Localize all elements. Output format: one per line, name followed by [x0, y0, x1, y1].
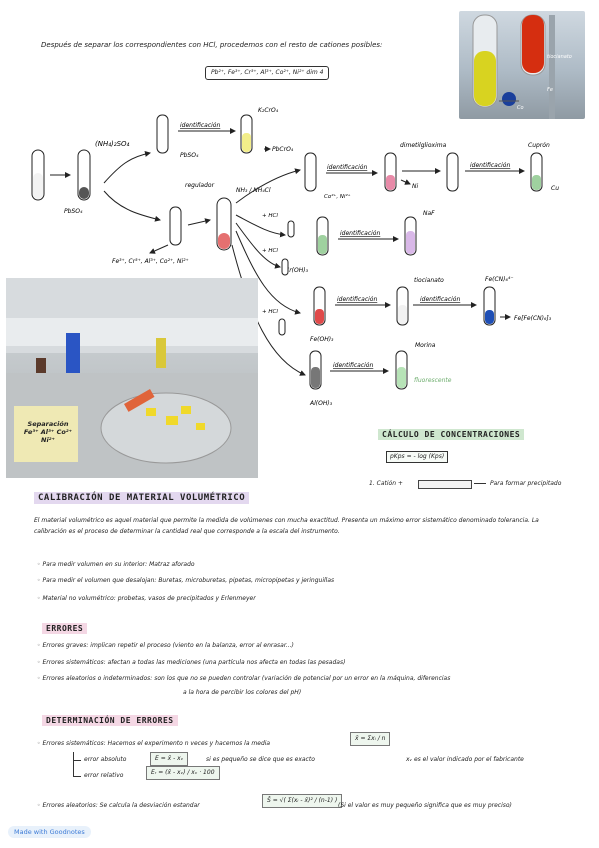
calibracion-paragraph: El material volumétrico es aquel materia…: [34, 517, 539, 535]
errores-bullet-3: Errores aleatorios o indeterminados: son…: [37, 675, 577, 683]
calibracion-bullet-1: Para medir volumen en su interior: Matra…: [37, 561, 194, 569]
separation-scheme: (NH₄)₂SO₄ PbSO₄ PbSO₄ identificación K₂C…: [31, 107, 559, 407]
tube-cu-precursor: [446, 152, 459, 192]
calibracion-bullet-2: Para medir el volumen que desalojan: Bur…: [37, 577, 334, 585]
reagent-cupron: Cuprón: [528, 142, 550, 149]
label-identificacion-2: identificación: [327, 164, 367, 171]
label-identificacion-7: identificación: [333, 362, 373, 369]
reagent-morina: Morina: [415, 342, 436, 349]
label-hcl-1: + HCl: [262, 213, 278, 219]
label-fe-fe-cn: Fe[Fe(CN)₆]₃: [514, 315, 552, 322]
sd-note: (Si el valor es muy pequeño significa qu…: [338, 802, 512, 809]
photo1-label-co: Co: [517, 105, 524, 111]
sd-formula: Ŝ = √( Σ(xᵢ - x̄)² / (n-1) ): [262, 794, 343, 808]
reagent-regulador: regulador: [185, 182, 215, 189]
photo2-title: Separación: [27, 420, 69, 428]
concentraciones-blank: [418, 480, 472, 489]
label-pbso4: PbSO₄: [180, 152, 199, 159]
tube-small-1: [287, 220, 295, 238]
made-with-goodnotes-badge: Made with Goodnotes: [8, 826, 91, 838]
label-ni: Ni: [412, 183, 418, 190]
label-fluorescente: fluorescente: [414, 377, 452, 384]
pkps-formula: pKps = - log (Kps): [386, 451, 449, 463]
errores-title: ERRORES: [42, 623, 88, 634]
concentraciones-item: 1. Catión +: [369, 480, 403, 487]
label-hcl-2: + HCl: [262, 248, 278, 254]
concentraciones-title: CÁLCULO DE CONCENTRACIONES: [378, 429, 525, 440]
label-co-ni: Co²⁺, Ni²⁺: [324, 193, 351, 200]
label-al-oh: Al(OH)₃: [309, 400, 333, 407]
photo1-label-tiocianato: tiocianato: [547, 54, 572, 60]
label-cr-oh: Cr(OH)₃: [285, 267, 309, 274]
branch-arrow-rel: [73, 776, 81, 777]
reagent-nh4so4: (NH₄)₂SO₄: [95, 140, 130, 148]
branch-arrow-abs: [73, 760, 81, 761]
errores-bullet-1: Errores graves: implican repetir el proc…: [37, 642, 293, 650]
label-pbcro4: PbCrO₄: [272, 146, 294, 153]
reagent-tiocianato: tiocianato: [414, 277, 444, 284]
test-tubes-illustration: tiocianato Fe Co: [472, 14, 572, 119]
label-hcl-3: + HCl: [262, 309, 278, 315]
sistematicos-text: Errores sistemáticos: Hacemos el experim…: [37, 740, 270, 748]
calibracion-title: CALIBRACIÓN DE MATERIAL VOLUMÉTRICO: [34, 492, 250, 504]
photo-lab-separation: Separación Fe³⁺ Al³⁺ Co²⁺ Ni²⁺: [6, 278, 258, 478]
errores-bullet-3-cont: a la hora de percibir los colores del pH…: [183, 689, 302, 696]
branch-line: [73, 752, 74, 776]
label-identificacion-4: identificación: [340, 230, 380, 237]
xv-note: xᵥ es el valor indicado por el fabricant…: [406, 756, 524, 763]
label-identificacion-1: identificación: [180, 122, 220, 129]
photo-test-tubes: tiocianato Fe Co: [459, 11, 585, 119]
photo2-ions2: Ni²⁺: [41, 436, 55, 444]
intro-text: Después de separar los correspondientes …: [41, 41, 383, 49]
label-cu: Cu: [551, 185, 559, 192]
rel-formula: Eᵣ = (x̄ - xᵥ) / xᵥ · 100: [146, 766, 220, 780]
abs-label: error absoluto: [84, 756, 127, 763]
rel-label: error relativo: [84, 772, 124, 779]
photo1-label-fe: Fe: [547, 87, 553, 93]
calibracion-bullet-3: Material no volumétrico: probetas, vasos…: [37, 595, 255, 603]
determinacion-title: DETERMINACIÓN DE ERRORES: [42, 715, 178, 726]
photo2-caption: Separación Fe³⁺ Al³⁺ Co²⁺ Ni²⁺: [18, 420, 78, 444]
label-identificacion-5: identificación: [337, 296, 377, 303]
concentraciones-arrow: [474, 483, 486, 484]
reagent-fe-cn: Fe(CN)₆⁴⁻: [485, 276, 513, 283]
label-identificacion-3: identificación: [470, 162, 510, 169]
reagent-dimetilglioxima: dimetilglioxima: [400, 142, 447, 149]
label-pbso4-left: PbSO₄: [64, 208, 83, 215]
lab-photo-illustration: [6, 278, 258, 478]
tube-co-ni: [304, 152, 317, 192]
label-identificacion-6: identificación: [420, 296, 460, 303]
tube-pbso4: [156, 114, 169, 154]
tube-precipitate: [77, 149, 91, 201]
label-fe-oh: Fe(OH)₃: [310, 336, 334, 343]
aleatorios-text: Errores aleatorios: Se calcula la desvia…: [37, 802, 199, 810]
concentraciones-item-end: Para formar precipitado: [490, 480, 562, 487]
abs-note: si es pequeño se dice que es exacto: [206, 756, 315, 763]
reagent-naf: NaF: [423, 210, 435, 217]
errores-bullet-2: Errores sistemáticos: afectan a todas la…: [37, 659, 345, 667]
tube-small-3: [278, 318, 286, 336]
tube-small-2: [281, 258, 289, 276]
label-cations-bottom: Fe³⁺, Cr³⁺, Al³⁺, Co²⁺, Ni²⁺: [112, 258, 189, 265]
tube-filtrate: [169, 206, 182, 246]
tube-sample: [31, 149, 45, 201]
reagent-k2cro4: K₂CrO₄: [258, 107, 279, 114]
cations-box: Pb²⁺, Fe³⁺, Cr³⁺, Al³⁺, Co²⁺, Ni²⁺ dim 4: [205, 66, 330, 80]
media-formula: x̄ = Σxᵢ / n: [350, 732, 391, 746]
photo2-ions: Fe³⁺ Al³⁺ Co²⁺: [23, 428, 73, 436]
abs-formula: E = x̄ - xᵥ: [150, 752, 189, 766]
